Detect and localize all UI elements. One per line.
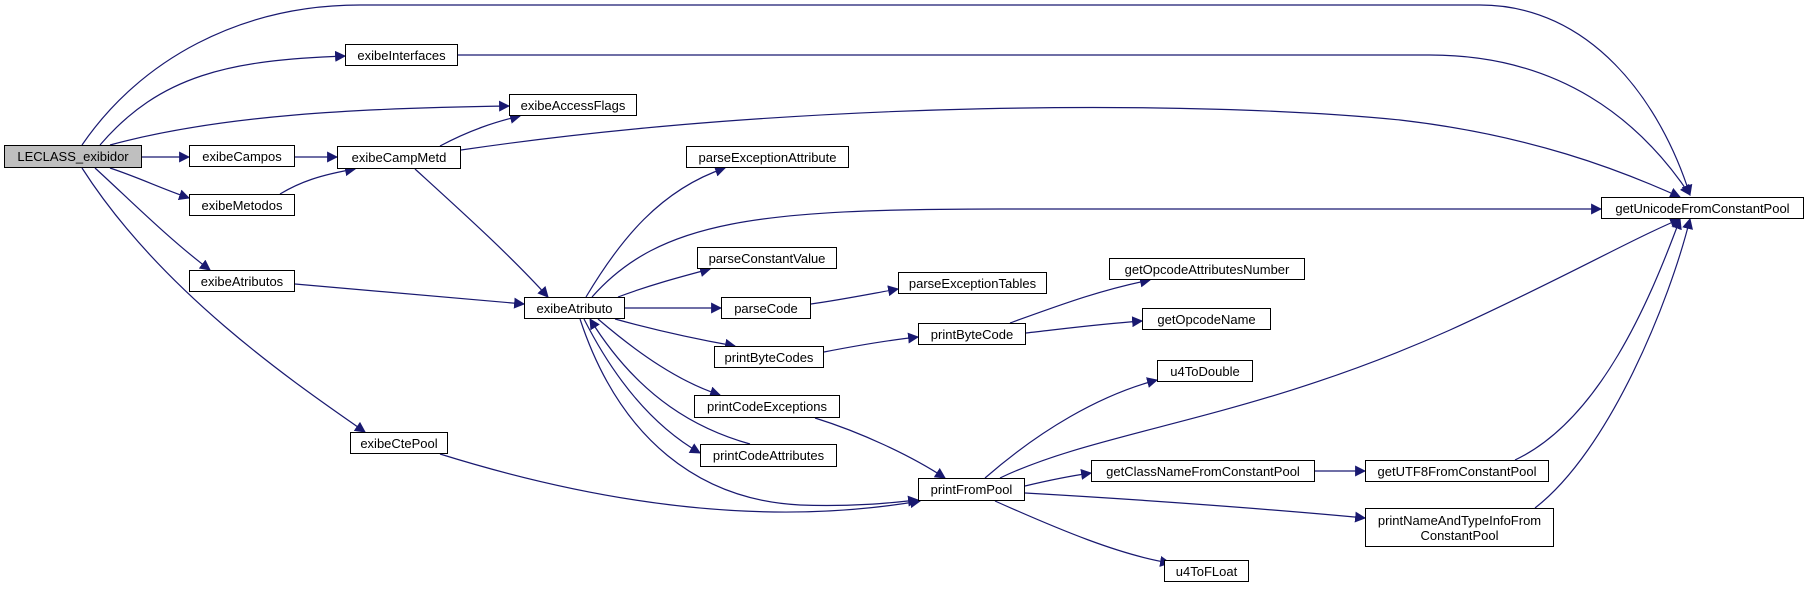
- edge-exibeAtributo-to-printCodeAttributes: [583, 318, 701, 454]
- edge-exibeAtributo-to-printFromPool: [579, 318, 920, 507]
- node-printByteCodes[interactable]: printByteCodes: [714, 346, 824, 368]
- node-printByteCode[interactable]: printByteCode: [918, 323, 1026, 345]
- node-exibeCtePool[interactable]: exibeCtePool: [350, 432, 448, 454]
- node-parseConstantValue[interactable]: parseConstantValue: [697, 247, 837, 269]
- edge-layer: [81, 4, 1693, 567]
- edge-printByteCode-to-getOpcodeName: [1025, 316, 1144, 334]
- edge-printFromPool-to-getClassNameFromConstantPool: [1024, 468, 1093, 487]
- edge-exibeAtributos-to-exibeAtributo: [294, 283, 526, 309]
- edge-exibeAtributo-to-getUnicodeFromConstantPool: [591, 203, 1603, 298]
- node-printNameAndTypeInfoFromConstantPool[interactable]: printNameAndTypeInfoFrom ConstantPool: [1365, 508, 1554, 547]
- edge-leclass-to-exibeInterfaces: [99, 50, 347, 146]
- edge-exibeCtePool-to-printFromPool: [439, 453, 922, 513]
- edge-exibeInterfaces-to-getUnicodeFromConstantPool: [458, 54, 1691, 196]
- node-printFromPool[interactable]: printFromPool: [918, 478, 1025, 501]
- node-getClassNameFromConstantPool[interactable]: getClassNameFromConstantPool: [1091, 460, 1315, 482]
- edge-printFromPool-to-u4ToFLoat: [994, 500, 1172, 567]
- node-parseExceptionTables[interactable]: parseExceptionTables: [898, 272, 1047, 294]
- edge-printCodeExceptions-to-printFromPool: [814, 417, 946, 479]
- node-getUnicodeFromConstantPool[interactable]: getUnicodeFromConstantPool: [1601, 197, 1804, 219]
- node-exibeAtributo[interactable]: exibeAtributo: [524, 297, 625, 319]
- node-exibeCampos[interactable]: exibeCampos: [189, 145, 295, 167]
- node-parseExceptionAttribute[interactable]: parseExceptionAttribute: [686, 146, 849, 168]
- edge-exibeAtributo-to-parseConstantValue: [617, 266, 712, 298]
- edge-leclass-to-exibeAccessFlags: [109, 100, 511, 146]
- node-u4ToFLoat[interactable]: u4ToFLoat: [1164, 560, 1249, 582]
- node-getOpcodeAttributesNumber[interactable]: getOpcodeAttributesNumber: [1109, 258, 1305, 280]
- node-u4ToDouble[interactable]: u4ToDouble: [1157, 360, 1253, 382]
- node-getOpcodeName[interactable]: getOpcodeName: [1142, 308, 1271, 330]
- edge-printNameAndTypeInfoFromConstantPool-to-getUnicodeFromConstantPool: [1534, 217, 1693, 509]
- edge-printFromPool-to-printNameAndTypeInfoFromConstantPool: [1024, 492, 1367, 523]
- edge-exibeCampMetd-to-getUnicodeFromConstantPool: [460, 106, 1682, 198]
- node-exibeInterfaces[interactable]: exibeInterfaces: [345, 44, 458, 66]
- edge-exibeAtributo-to-printByteCodes: [614, 318, 737, 350]
- edge-exibeCampMetd-to-exibeAtributo: [414, 168, 549, 298]
- edge-leclass-to-exibeAtributos: [94, 167, 211, 271]
- node-exibeMetodos[interactable]: exibeMetodos: [189, 194, 295, 216]
- edge-printFromPool-to-u4ToDouble: [984, 377, 1159, 479]
- node-getUTF8FromConstantPool[interactable]: getUTF8FromConstantPool: [1365, 460, 1549, 482]
- edge-printFromPool-to-getUnicodeFromConstantPool: [999, 217, 1682, 479]
- node-leclass[interactable]: LECLASS_exibidor: [4, 145, 142, 168]
- edge-leclass-to-exibeMetodos: [109, 167, 191, 200]
- node-printCodeAttributes[interactable]: printCodeAttributes: [700, 444, 837, 467]
- edge-exibeCampMetd-to-exibeAccessFlags: [439, 112, 522, 147]
- node-parseCode[interactable]: parseCode: [721, 297, 811, 319]
- edge-leclass-to-exibeCtePool: [81, 167, 366, 433]
- edge-parseCode-to-parseExceptionTables: [810, 285, 900, 305]
- edge-exibeAtributo-to-printCodeExceptions: [597, 318, 722, 398]
- edge-exibeAtributo-to-parseExceptionAttribute: [585, 165, 727, 298]
- node-exibeAtributos[interactable]: exibeAtributos: [189, 270, 295, 292]
- edge-printByteCode-to-getOpcodeAttributesNumber: [1009, 276, 1152, 324]
- edge-leclass-to-getUnicodeFromConstantPool: [81, 4, 1693, 197]
- node-exibeCampMetd[interactable]: exibeCampMetd: [337, 146, 461, 169]
- edge-exibeMetodos-to-exibeCampMetd: [279, 165, 357, 195]
- edge-getUTF8FromConstantPool-to-getUnicodeFromConstantPool: [1514, 217, 1682, 461]
- edge-printCodeAttributes-to-exibeAtributo: [589, 318, 751, 445]
- node-printCodeExceptions[interactable]: printCodeExceptions: [694, 395, 840, 418]
- node-exibeAccessFlags[interactable]: exibeAccessFlags: [509, 94, 637, 116]
- edge-printByteCodes-to-printByteCode: [823, 332, 920, 353]
